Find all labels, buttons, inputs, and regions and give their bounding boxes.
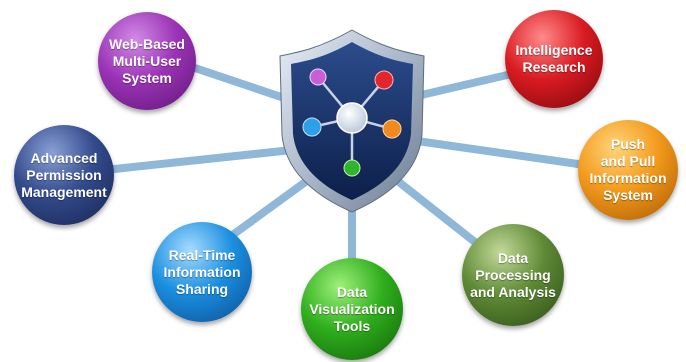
- node-data-processing-and-analysis: Data Processing and Analysis: [462, 224, 564, 326]
- node-label: Data Visualization Tools: [309, 283, 395, 334]
- connector-push-pull: [406, 136, 589, 169]
- node-label: Advanced Permission Management: [21, 149, 107, 200]
- node-label: Intelligence Research: [515, 42, 593, 75]
- connector-advanced-permission: [101, 146, 296, 174]
- node-push-and-pull-information-system: Push and Pull Information System: [578, 120, 678, 220]
- node-label: Data Processing and Analysis: [470, 249, 556, 300]
- node-label: Web-Based Multi-User System: [109, 35, 185, 86]
- node-label: Push and Pull Information System: [589, 136, 667, 203]
- node-web-based-multi-user-system: Web-Based Multi-User System: [98, 12, 196, 110]
- node-advanced-permission-management: Advanced Permission Management: [14, 125, 114, 225]
- node-label: Real-Time Information Sharing: [163, 246, 241, 297]
- connector-data-processing: [386, 171, 489, 254]
- node-real-time-information-sharing: Real-Time Information Sharing: [152, 222, 252, 322]
- node-data-visualization-tools: Data Visualization Tools: [301, 258, 403, 360]
- node-intelligence-research: Intelligence Research: [505, 10, 603, 108]
- network-shield-icon: [279, 29, 425, 213]
- connector-web-based: [191, 64, 294, 104]
